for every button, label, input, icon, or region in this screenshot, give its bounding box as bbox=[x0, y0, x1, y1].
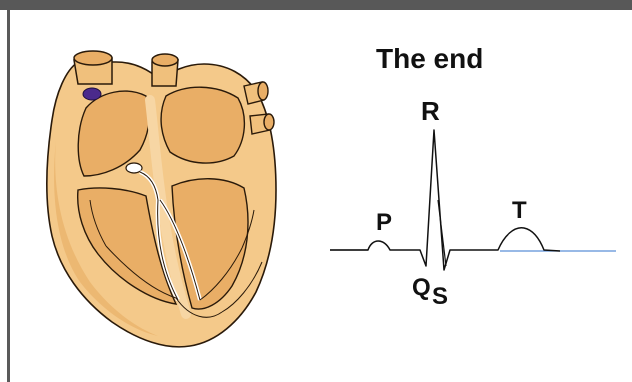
vena-cava-opening bbox=[74, 51, 112, 65]
left-atrium-chamber bbox=[161, 87, 244, 163]
wave-label-p: P bbox=[376, 209, 392, 236]
av-node bbox=[126, 163, 142, 173]
pulmonary-vein-lower-opening bbox=[264, 114, 274, 130]
wave-label-q: Q bbox=[412, 274, 431, 301]
wave-label-t: T bbox=[512, 197, 527, 224]
diagram-title: The end bbox=[376, 43, 483, 74]
ecg-waveform bbox=[330, 130, 616, 270]
heart-illustration bbox=[47, 51, 276, 347]
aorta-opening bbox=[152, 54, 178, 66]
wave-label-s: S bbox=[432, 283, 448, 310]
sa-node bbox=[83, 88, 101, 100]
ecg-qrs-detail bbox=[438, 200, 446, 266]
wave-label-r: R bbox=[421, 96, 440, 126]
pulmonary-vein-upper-opening bbox=[258, 82, 268, 100]
